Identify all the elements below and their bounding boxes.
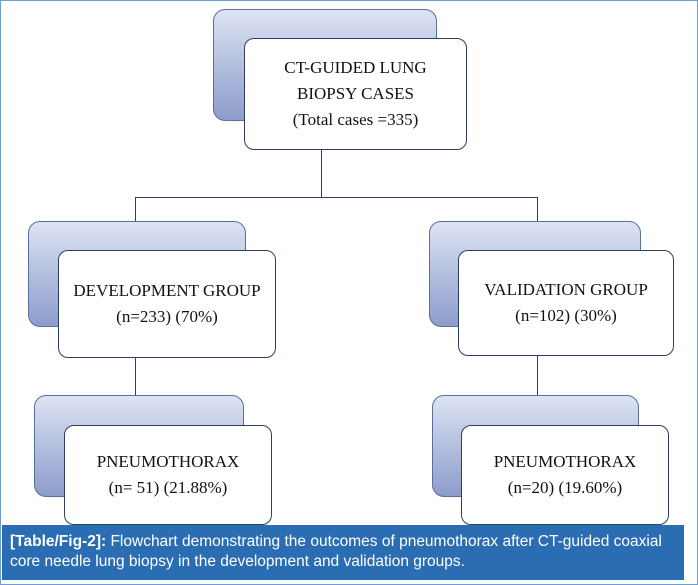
validation-node-line-1: VALIDATION GROUP (484, 280, 648, 299)
dev-pneumothorax-node: PNEUMOTHORAX (n= 51) (21.88%) (64, 425, 272, 525)
caption-label: [Table/Fig-2]: (10, 533, 107, 550)
root-node-line-3: (Total cases =335) (292, 110, 419, 129)
validation-node-line-2: (n=102) (30%) (515, 306, 617, 325)
connector-horizontal (135, 197, 538, 198)
val-pneumothorax-line-2: (n=20) (19.60%) (507, 478, 623, 497)
development-node: DEVELOPMENT GROUP (n=233) (70%) (58, 250, 276, 358)
root-node: CT-GUIDED LUNG BIOPSY CASES (Total cases… (244, 38, 467, 150)
connector-left-down (135, 197, 136, 222)
development-node-line-1: DEVELOPMENT GROUP (73, 281, 261, 300)
val-pneumothorax-line-1: PNEUMOTHORAX (493, 452, 637, 471)
val-pneumothorax-node: PNEUMOTHORAX (n=20) (19.60%) (461, 425, 669, 525)
dev-pneumothorax-line-2: (n= 51) (21.88%) (108, 478, 228, 497)
caption-text: Flowchart demonstrating the outcomes of … (10, 533, 662, 570)
validation-node: VALIDATION GROUP (n=102) (30%) (458, 250, 674, 356)
root-node-line-2: BIOPSY CASES (297, 84, 414, 103)
root-node-line-1: CT-GUIDED LUNG (284, 58, 427, 77)
connector-root-down (321, 149, 322, 197)
connector-right-down (537, 197, 538, 222)
figure-caption: [Table/Fig-2]: Flowchart demonstrating t… (2, 525, 684, 580)
connector-development-down (135, 357, 136, 395)
connector-validation-down (537, 355, 538, 395)
development-node-line-2: (n=233) (70%) (116, 307, 218, 326)
dev-pneumothorax-line-1: PNEUMOTHORAX (96, 452, 240, 471)
